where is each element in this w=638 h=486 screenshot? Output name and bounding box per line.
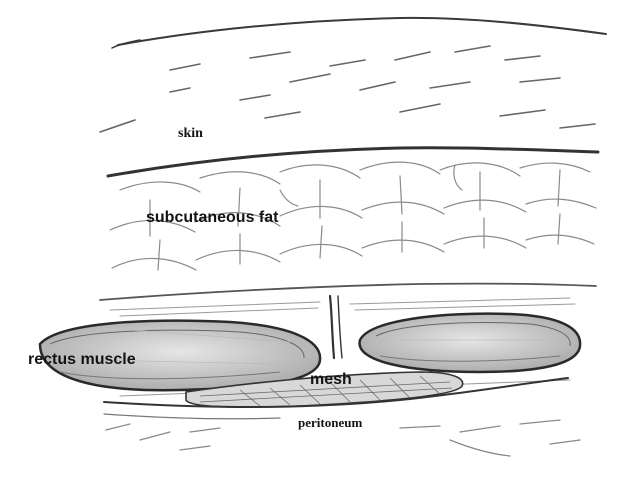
subcutaneous-fat-label: subcutaneous fat [146, 210, 278, 226]
skin-hatching [100, 46, 595, 132]
skin-fat-boundary [108, 148, 598, 176]
fascia-line [100, 284, 596, 300]
skin-surface [112, 18, 606, 48]
rectus-muscle-label: rectus muscle [28, 352, 136, 368]
midline [330, 296, 342, 358]
mesh-label: mesh [310, 372, 352, 388]
right-rectus-muscle [360, 314, 581, 372]
skin-label: skin [178, 127, 203, 141]
peritoneum-label: peritoneum [298, 416, 362, 429]
